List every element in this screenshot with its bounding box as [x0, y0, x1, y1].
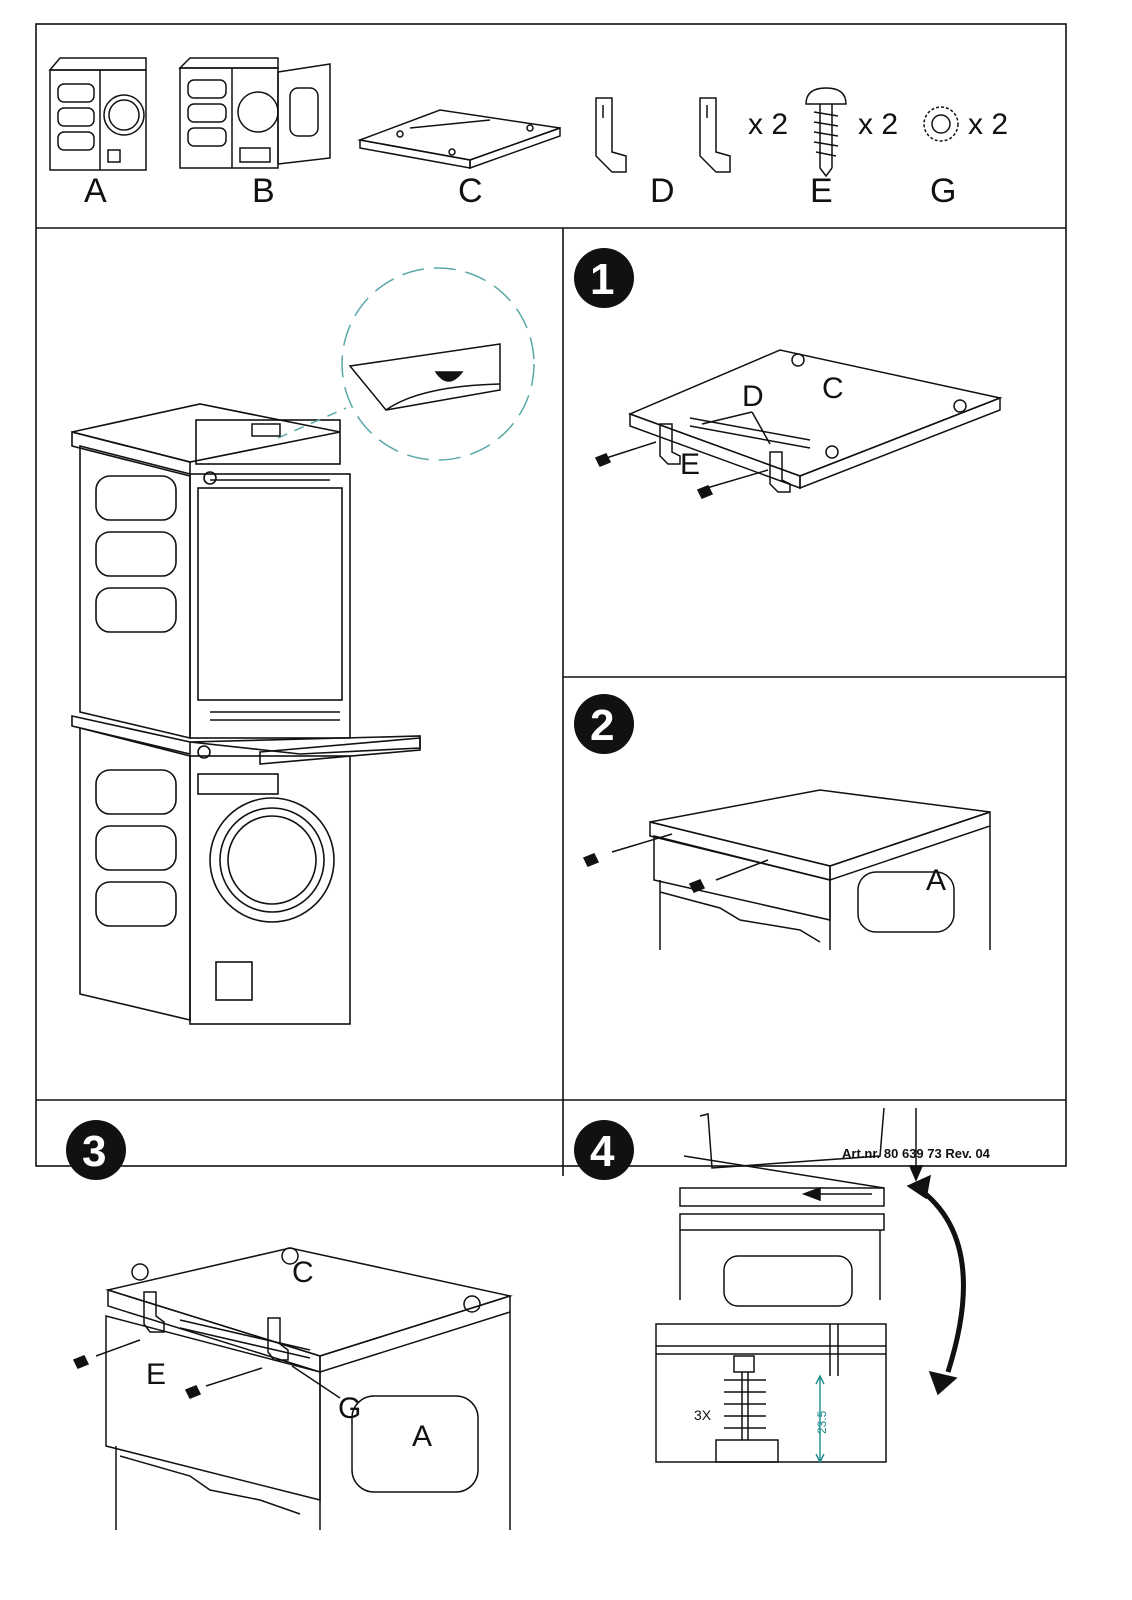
- page-frame: [35, 23, 1067, 1167]
- part-c-plate: [357, 109, 561, 170]
- step-3-illustration: [72, 1247, 513, 1530]
- step-3-label-c: C: [292, 1256, 314, 1289]
- part-b-dryer: [178, 57, 331, 169]
- step-1-label-e: E: [680, 448, 700, 481]
- step-4-dimension: [815, 1374, 825, 1464]
- article-number: Art.nr. 80 639 73 Rev. 04: [842, 1146, 991, 1161]
- step-1-label-d: D: [742, 380, 764, 413]
- step-2-illustration: [582, 789, 991, 950]
- step-4-illustration: [655, 1107, 966, 1463]
- part-e-screw: [805, 87, 847, 178]
- part-c-label: C: [458, 172, 483, 210]
- part-g-label: G: [930, 172, 956, 210]
- svg-text:4: 4: [590, 1127, 615, 1176]
- step-1-label-c: C: [822, 372, 844, 405]
- svg-text:1: 1: [590, 255, 614, 304]
- svg-text:2: 2: [590, 701, 614, 750]
- part-b-label: B: [252, 172, 275, 210]
- step-4-count-label: 3X: [694, 1407, 712, 1423]
- step-3-label-g: G: [338, 1392, 361, 1425]
- part-e-label: E: [810, 172, 833, 210]
- stacked-machines-illustration: [71, 403, 421, 1025]
- part-e-quantity: x 2: [858, 108, 898, 141]
- step-1-badge: 1: [574, 248, 634, 308]
- step-2-badge: 2: [574, 694, 634, 754]
- part-d-brackets: [595, 97, 731, 173]
- zoom-detail: [251, 267, 535, 461]
- step-3-label-e: E: [146, 1358, 166, 1391]
- part-g-quantity: x 2: [968, 108, 1008, 141]
- part-a-washer: [48, 57, 147, 171]
- svg-text:3: 3: [82, 1127, 106, 1176]
- step-2-label-a: A: [926, 864, 946, 897]
- step-3-label-a: A: [412, 1420, 432, 1453]
- part-a-label: A: [84, 172, 107, 210]
- part-d-label: D: [650, 172, 675, 210]
- step-4-badge: 4: [574, 1120, 634, 1180]
- step-3-badge: 3: [66, 1120, 126, 1180]
- step-4-dimension-label: 23.5: [815, 1410, 829, 1434]
- part-g-washer: [923, 106, 959, 142]
- step-1-illustration: [594, 349, 1003, 499]
- part-d-quantity: x 2: [748, 108, 788, 141]
